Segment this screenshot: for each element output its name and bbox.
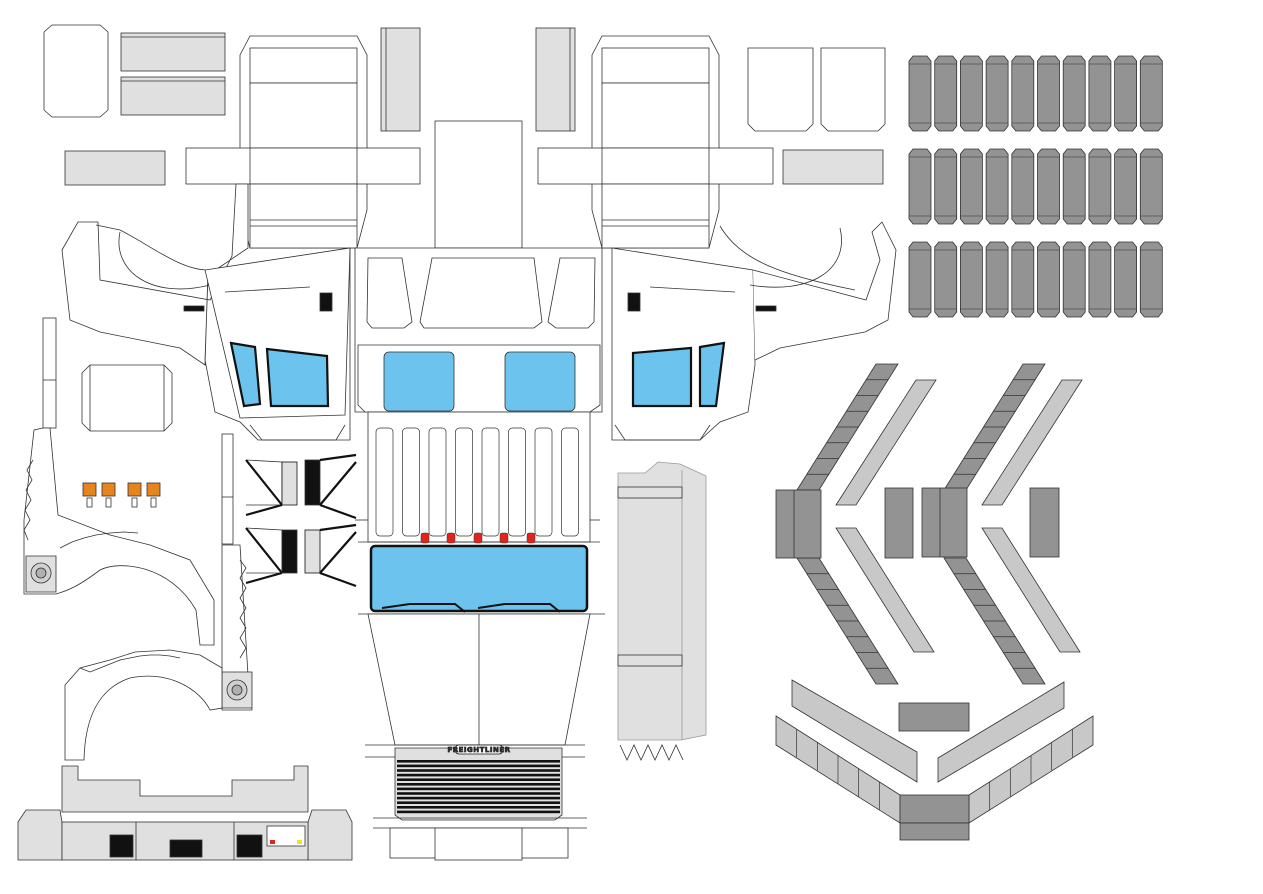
diagonal-step-pieces: [775, 363, 1083, 685]
step-strip-lower-left: [796, 557, 899, 685]
hood-slot: [428, 427, 447, 537]
bottom-v-fairing: [775, 679, 1094, 841]
gray-block: [1139, 241, 1163, 318]
grille-bar: [397, 796, 560, 800]
left-door-wing: [61, 183, 351, 441]
orange-lights: [82, 482, 161, 508]
step-block-far-right: [1029, 487, 1060, 558]
gray-block: [908, 55, 932, 132]
grille-bar: [397, 801, 560, 804]
gray-block: [1062, 55, 1086, 132]
grille-bar: [397, 778, 560, 781]
gray-block: [1088, 55, 1112, 132]
gray-block: [908, 241, 932, 318]
gray-block: [1088, 241, 1112, 318]
grille-bar: [397, 769, 560, 772]
gray-block: [1139, 55, 1163, 132]
gray-block: [1114, 148, 1137, 225]
diagonal-panel-lower-left: [835, 527, 935, 653]
step-strip-lower-right: [943, 557, 1046, 685]
gray-block: [908, 148, 932, 225]
grille-bar: [397, 806, 560, 809]
lower-left-fender: [64, 649, 223, 761]
gray-block: [934, 55, 958, 132]
gray-block: [1139, 148, 1163, 225]
step-strip-upper-right: [943, 363, 1046, 491]
right-cab-tower: [535, 27, 886, 249]
center-roof-panel: [434, 120, 523, 249]
gray-block: [1037, 55, 1060, 132]
gray-block-grid: [908, 55, 1163, 318]
grille-bar: [397, 764, 560, 768]
marker-lights: [420, 532, 536, 544]
gray-block: [1062, 148, 1086, 225]
cab-front-upper: [354, 247, 603, 413]
hood-lower: [365, 613, 591, 758]
right-door-wing: [611, 221, 897, 441]
gray-block: [1011, 241, 1035, 318]
gray-block: [1037, 241, 1060, 318]
marker-light: [420, 532, 430, 544]
hood-slot: [375, 427, 394, 537]
windshield: [358, 544, 605, 618]
step-block-right: [921, 487, 968, 558]
front-bumper: [17, 765, 353, 861]
marker-light: [473, 532, 483, 544]
step-block-center-left: [884, 487, 914, 559]
gray-block: [985, 241, 1009, 318]
gray-block: [934, 241, 958, 318]
hood-slot: [561, 427, 579, 537]
grille-logo-text: FREIGHTLINER: [447, 746, 510, 754]
gray-block: [1011, 148, 1035, 225]
step-block-left: [775, 489, 822, 559]
gray-block: [1114, 55, 1137, 132]
gray-block: [1114, 241, 1137, 318]
gray-block: [1062, 241, 1086, 318]
grille-bar: [397, 760, 560, 763]
front-grille: FREIGHTLINER: [373, 744, 587, 861]
marker-light: [526, 532, 536, 544]
left-cab-tower: [185, 27, 421, 249]
grille-bar: [397, 787, 560, 791]
gray-block: [985, 148, 1009, 225]
gray-block: [934, 148, 958, 225]
hood-slot: [508, 427, 526, 537]
grille-bar: [397, 792, 560, 795]
grille-bar: [397, 810, 560, 814]
hood-slot: [534, 427, 553, 537]
side-fairing-strip: [617, 461, 707, 761]
gray-block: [1011, 55, 1035, 132]
top-left-small-panels: [43, 24, 226, 186]
left-vertical-step: [221, 433, 253, 711]
left-steps-fender: [23, 317, 215, 646]
gray-block: [1037, 148, 1060, 225]
hood-slot: [455, 427, 473, 537]
hood-slot: [481, 427, 500, 537]
gray-block: [960, 241, 983, 318]
grille-bar: [397, 783, 560, 786]
hood-slot: [402, 427, 420, 537]
hood-panel: [355, 411, 600, 543]
diagonal-panel-upper-right: [981, 379, 1083, 506]
gray-block: [960, 55, 983, 132]
step-strip-upper-left: [796, 363, 899, 491]
diagonal-panel-upper-left: [835, 379, 937, 506]
gray-block: [985, 55, 1009, 132]
diagonal-panel-lower-right: [981, 527, 1081, 653]
marker-light: [446, 532, 456, 544]
gray-block: [960, 148, 983, 225]
grille-bar: [397, 773, 560, 777]
mirror-parts: [245, 453, 357, 588]
marker-light: [499, 532, 509, 544]
gray-block: [1088, 148, 1112, 225]
